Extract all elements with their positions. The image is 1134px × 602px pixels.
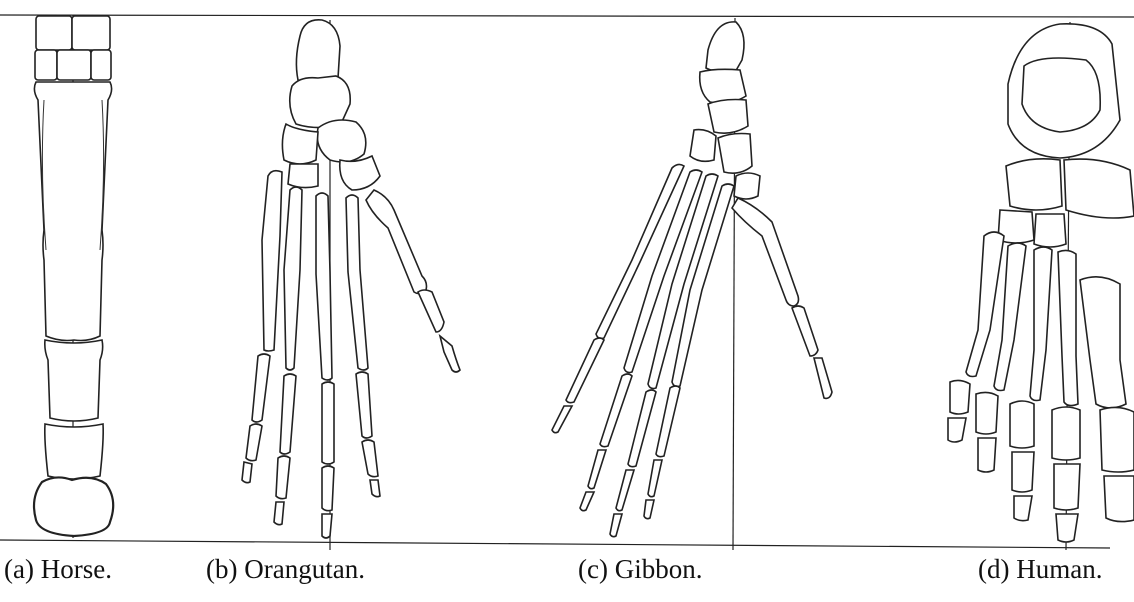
caption-human: (d) Human. <box>978 552 1102 586</box>
bottom-guide-line <box>0 540 1110 548</box>
caption-gibbon: (c) Gibbon. <box>578 552 702 586</box>
top-guide-line <box>0 15 1134 17</box>
horse-foot-skeleton-icon <box>34 15 113 538</box>
human-foot-skeleton-icon <box>948 22 1134 550</box>
orangutan-foot-skeleton-icon <box>242 20 460 550</box>
gibbon-foot-skeleton-icon <box>552 18 832 550</box>
caption-horse: (a) Horse. <box>4 552 112 586</box>
caption-orangutan: (b) Orangutan. <box>206 552 365 586</box>
